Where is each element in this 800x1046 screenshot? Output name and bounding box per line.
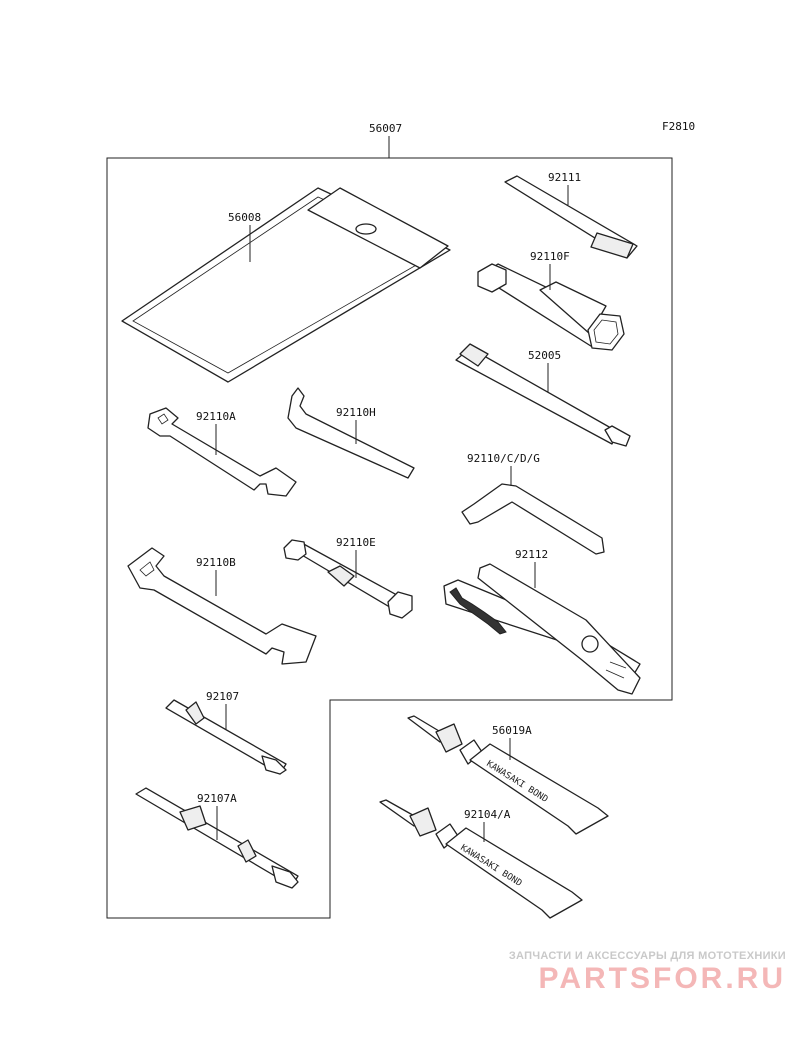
spark-plug-wrench-illustration — [455, 343, 631, 447]
tool-case-illustration — [121, 187, 451, 383]
hook-wrench-illustration — [287, 387, 415, 479]
label-handle: 92111 — [548, 171, 581, 184]
label-socket-wrench: 92110E — [336, 536, 376, 549]
handle-bar-illustration — [504, 175, 638, 259]
label-box-wrench: 92110F — [530, 250, 570, 263]
watermark-logo: PARTSFOR.RU — [538, 962, 786, 995]
open-end-wrench-b-illustration — [127, 547, 317, 665]
label-screwdriver: 92107 — [206, 690, 239, 703]
label-bond-1: 56019A — [492, 724, 532, 737]
label-wrench-b: 92110B — [196, 556, 236, 569]
label-bond-2: 92104/A — [464, 808, 511, 821]
socket-wrench-illustration — [283, 539, 413, 619]
screwdriver-illustration — [165, 699, 287, 775]
pliers-illustration — [443, 563, 641, 695]
label-case: 56008 — [228, 211, 261, 224]
box-wrench-illustration — [477, 263, 625, 351]
label-wrench-a: 92110A — [196, 410, 236, 423]
open-end-wrench-a-illustration — [147, 407, 297, 497]
label-screwdriver-a: 92107A — [197, 792, 237, 805]
label-hex-keys: 92110/C/D/G — [467, 452, 540, 465]
label-pliers: 92112 — [515, 548, 548, 561]
label-kit: 56007 — [369, 122, 402, 135]
label-plug-wrench: 52005 — [528, 349, 561, 362]
watermark: ЗАПЧАСТИ И АКСЕССУАРЫ ДЛЯ МОТОТЕХНИКИ PA… — [509, 950, 786, 996]
kit-frame — [106, 157, 673, 919]
label-hook-wrench: 92110H — [336, 406, 376, 419]
figure-code: F2810 — [662, 120, 695, 133]
hex-keys-illustration — [461, 483, 605, 555]
watermark-tagline: ЗАПЧАСТИ И АКСЕССУАРЫ ДЛЯ МОТОТЕХНИКИ — [508, 950, 786, 962]
